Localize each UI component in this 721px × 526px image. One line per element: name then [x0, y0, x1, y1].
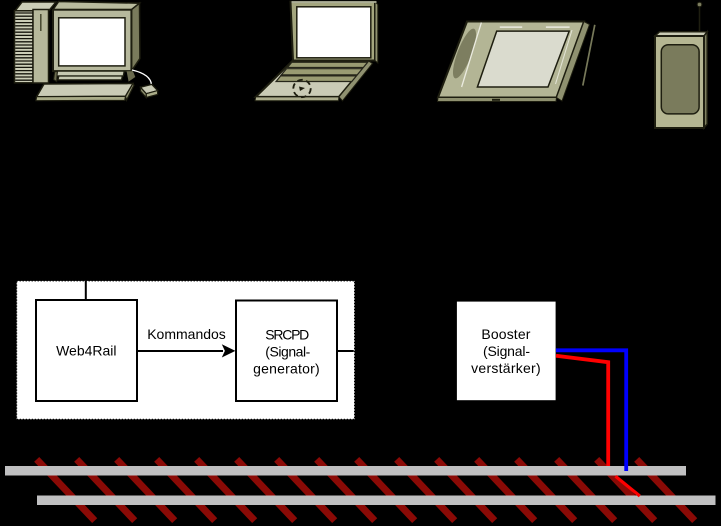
svg-text:generator): generator) — [253, 360, 320, 376]
svg-text:Booster: Booster — [481, 326, 530, 342]
svg-text:SRCPD: SRCPD — [265, 326, 309, 342]
svg-text:Web4Rail: Web4Rail — [56, 343, 116, 359]
svg-text:(Signal-: (Signal- — [265, 343, 310, 359]
svg-text:verstärker): verstärker) — [471, 360, 541, 376]
svg-text:Kommandos: Kommandos — [147, 326, 226, 342]
svg-text:(Signal-: (Signal- — [483, 343, 530, 359]
